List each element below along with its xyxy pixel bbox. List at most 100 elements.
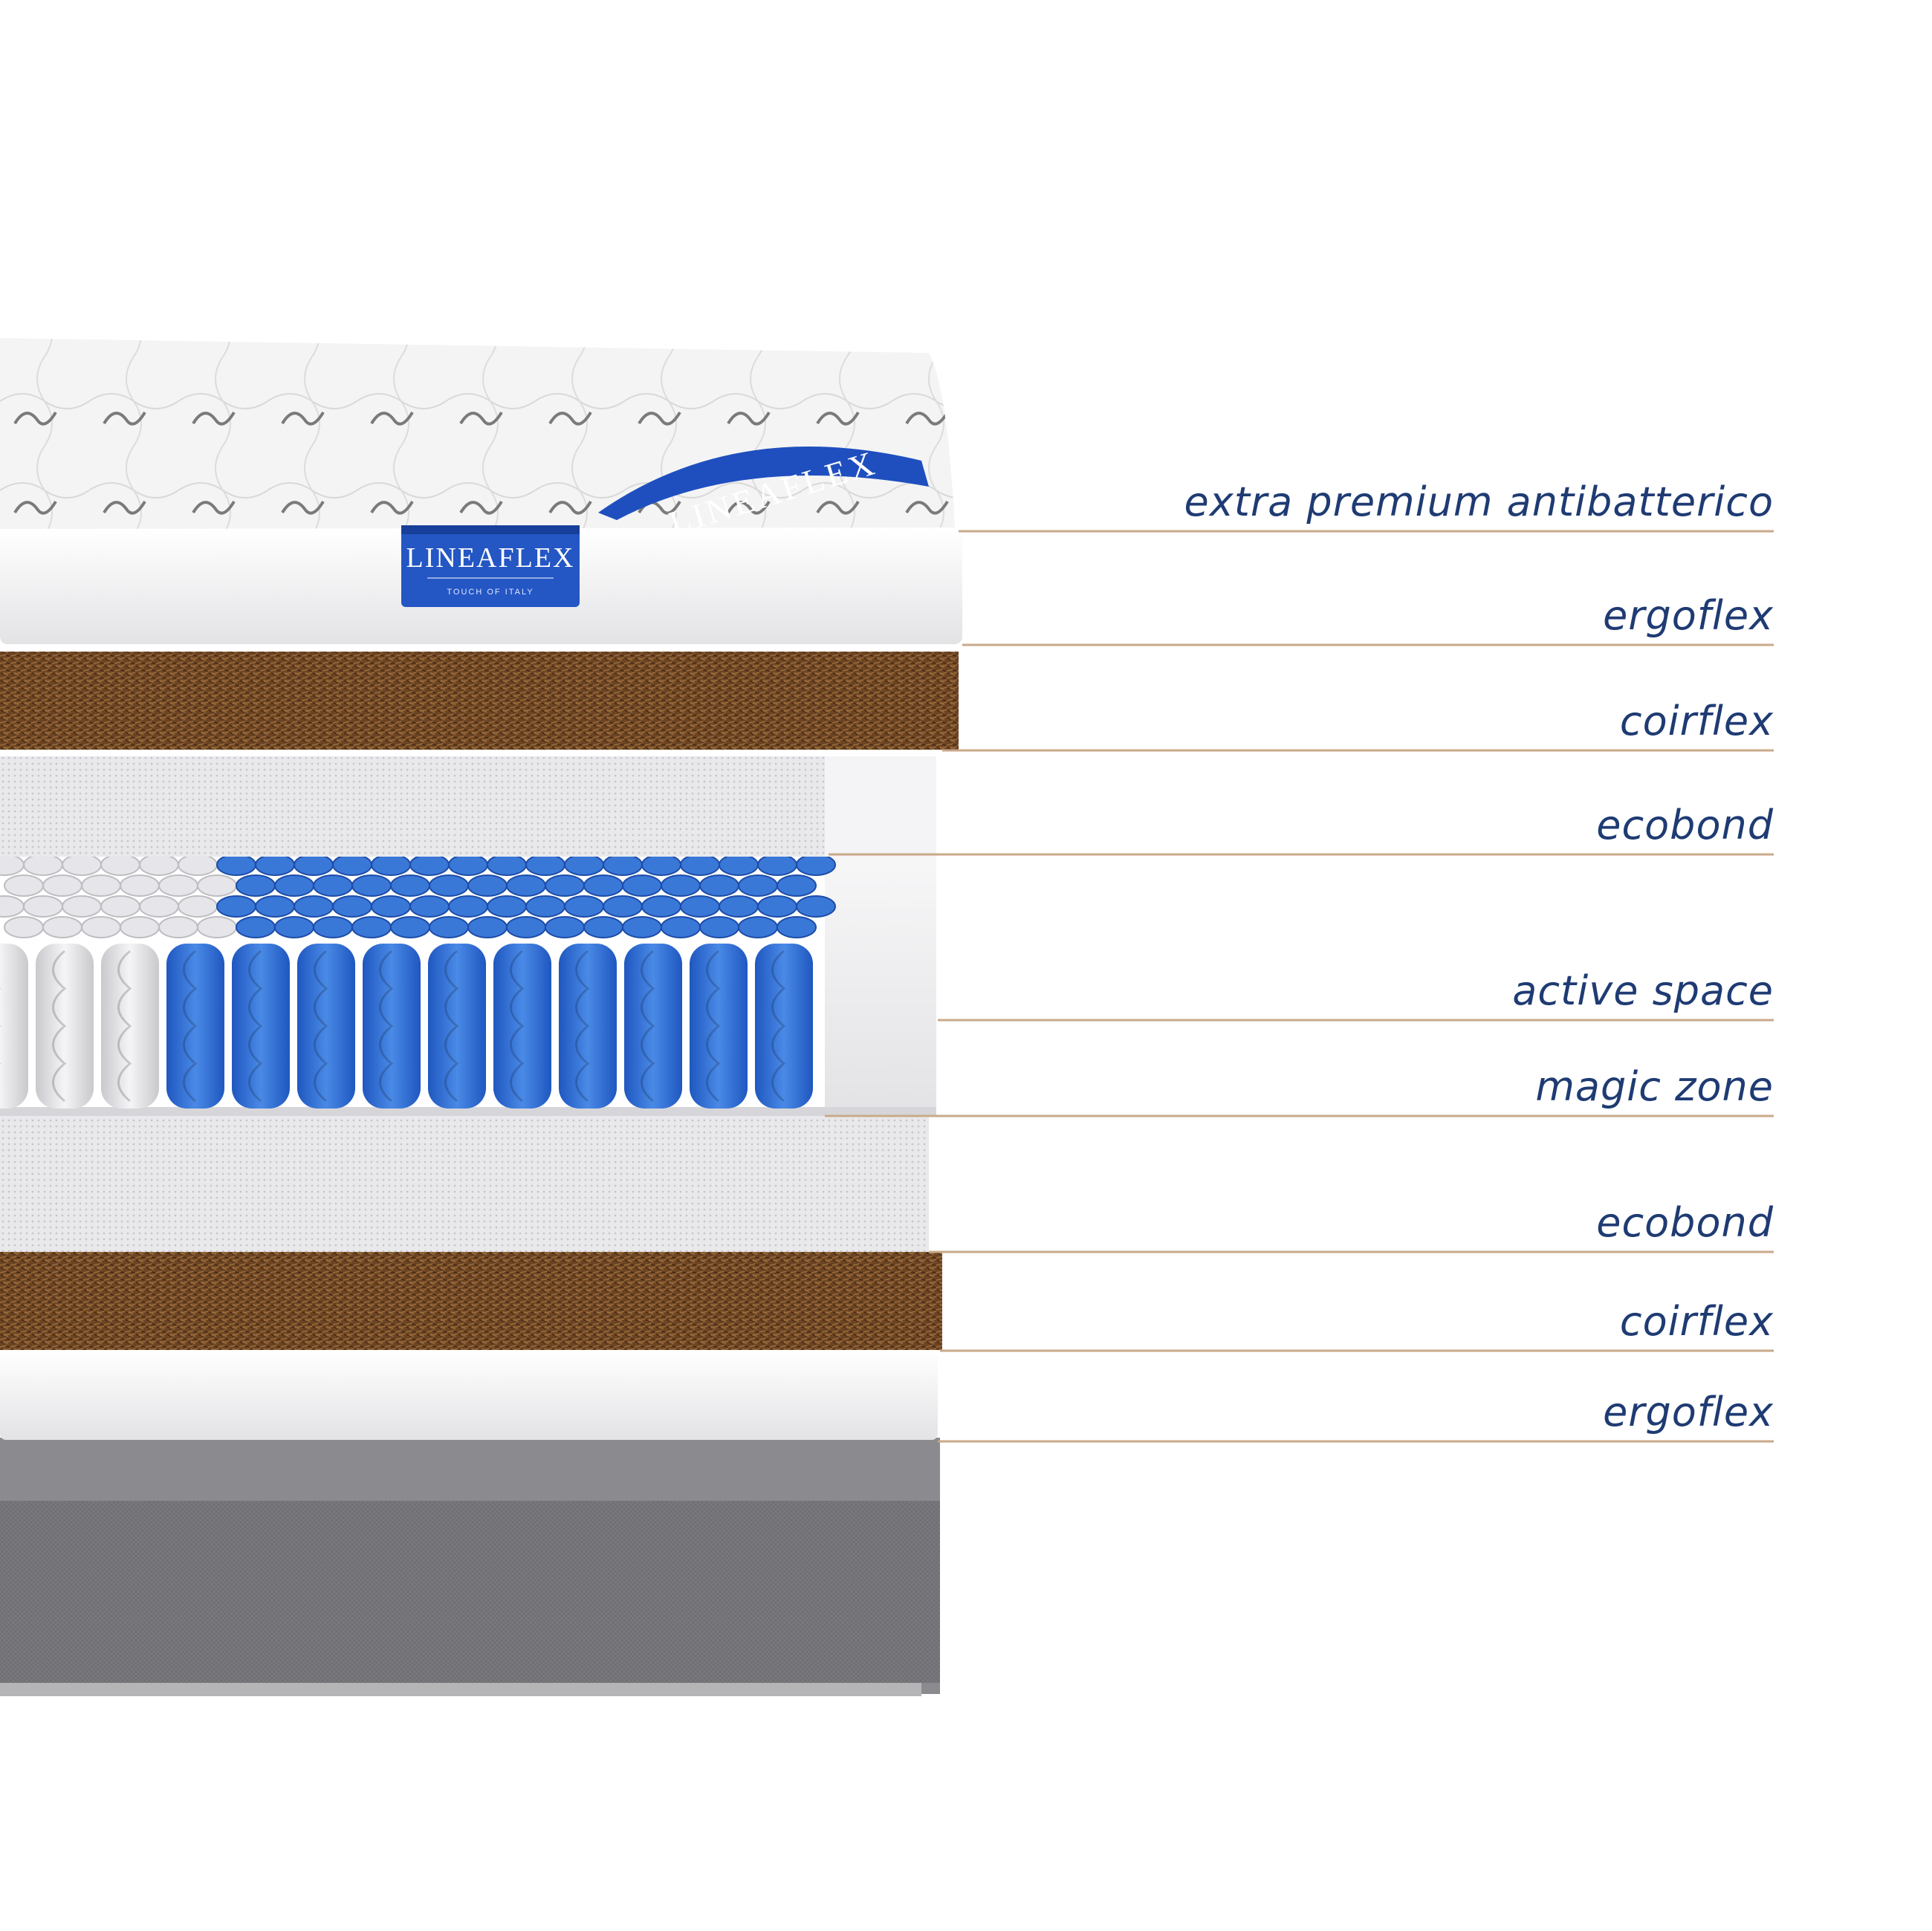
spring-top — [23, 895, 63, 918]
spring-top — [699, 916, 739, 938]
spring-top — [429, 874, 469, 897]
coirflex-top-layer — [0, 652, 959, 750]
spring-top — [294, 895, 334, 918]
spring-top — [738, 916, 778, 938]
spring-top — [545, 916, 585, 938]
layer-label: coirflex — [1619, 698, 1774, 744]
spring-top — [42, 874, 82, 897]
spring-top — [448, 854, 488, 876]
spring-top — [178, 854, 218, 876]
spring-top — [236, 916, 276, 938]
layer-label: ecobond — [1596, 802, 1774, 848]
spring-top — [622, 874, 662, 897]
spring-top — [564, 895, 604, 918]
spring-top — [622, 916, 662, 938]
spring-top — [603, 854, 643, 876]
spring-top — [100, 895, 140, 918]
pocket-springs — [0, 854, 836, 1109]
spring-top — [255, 895, 295, 918]
spring-top — [197, 874, 237, 897]
blue-spring — [493, 944, 551, 1109]
layer-label: ergoflex — [1603, 592, 1774, 639]
spring-top — [332, 895, 372, 918]
spring-top — [583, 916, 623, 938]
spring-top — [796, 854, 836, 876]
spring-top — [158, 874, 198, 897]
spring-top — [371, 854, 411, 876]
white-spring — [101, 944, 159, 1109]
spring-top — [467, 874, 508, 897]
spring-top — [603, 895, 643, 918]
brand-tag-tagline: TOUCH OF ITALY — [447, 588, 534, 597]
coirflex-bottom-layer — [0, 1252, 942, 1350]
spring-top — [120, 874, 160, 897]
spring-top — [0, 895, 25, 918]
spring-top — [62, 854, 102, 876]
spring-top — [120, 916, 160, 938]
layer-label: active space — [1512, 967, 1774, 1014]
blue-spring — [363, 944, 421, 1109]
layer-label: ergoflex — [1603, 1389, 1774, 1435]
spring-top — [757, 895, 797, 918]
blue-spring — [559, 944, 617, 1109]
spring-top — [0, 854, 25, 876]
spring-top — [178, 895, 218, 918]
white-spring — [36, 944, 94, 1109]
spring-top — [313, 874, 353, 897]
spring-top — [81, 916, 121, 938]
spring-top — [467, 916, 508, 938]
spring-top — [641, 854, 681, 876]
topper-layer: LINEAFLEX — [0, 338, 955, 542]
spring-top — [332, 854, 372, 876]
blue-spring — [755, 944, 813, 1109]
spring-top — [661, 916, 701, 938]
spring-top — [274, 916, 314, 938]
blue-spring — [297, 944, 355, 1109]
spring-top — [719, 895, 759, 918]
spring-top — [680, 895, 720, 918]
ergoflex-bottom-layer — [0, 1351, 938, 1440]
spring-top — [100, 854, 140, 876]
spring-top — [738, 874, 778, 897]
spring-top — [448, 895, 488, 918]
spring-top — [777, 874, 817, 897]
spring-top — [139, 854, 179, 876]
spring-top — [390, 874, 430, 897]
white-spring — [0, 944, 28, 1109]
spring-top — [777, 916, 817, 938]
spring-top — [409, 895, 450, 918]
spring-top — [42, 916, 82, 938]
layer-label: ecobond — [1596, 1199, 1774, 1246]
leader-lines — [825, 530, 1774, 1443]
spring-top — [661, 874, 701, 897]
spring-top — [371, 895, 411, 918]
spring-top — [23, 854, 63, 876]
spring-top — [487, 895, 527, 918]
spring-top — [390, 916, 430, 938]
spring-top — [796, 895, 836, 918]
base-layer — [0, 1438, 940, 1696]
blue-spring — [624, 944, 682, 1109]
spring-top — [564, 854, 604, 876]
spring-top — [313, 916, 353, 938]
spring-top — [255, 854, 295, 876]
ecobond-top-layer — [0, 756, 936, 857]
spring-top — [236, 874, 276, 897]
spring-top — [487, 854, 527, 876]
blue-spring — [690, 944, 748, 1109]
spring-top — [351, 874, 392, 897]
layer-label: extra premium antibatterico — [1184, 478, 1774, 525]
blue-spring — [428, 944, 486, 1109]
spring-top — [429, 916, 469, 938]
spring-top — [81, 874, 121, 897]
spring-top — [506, 874, 546, 897]
spring-top — [4, 874, 44, 897]
spring-top — [719, 854, 759, 876]
spring-top — [351, 916, 392, 938]
layer-label: coirflex — [1619, 1298, 1774, 1345]
spring-top — [409, 854, 450, 876]
ecobond-bottom-layer — [0, 1114, 929, 1252]
spring-top — [545, 874, 585, 897]
